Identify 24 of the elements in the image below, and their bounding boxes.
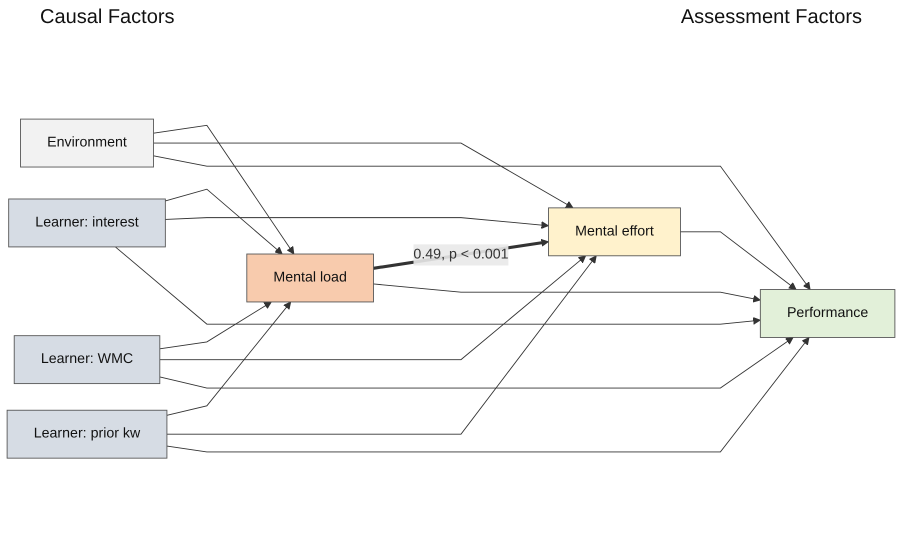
node-box: Mental load (246, 253, 374, 302)
arrow (166, 301, 292, 416)
arrow (164, 188, 283, 254)
node-box: Performance (760, 288, 896, 338)
node-box: Environment (20, 118, 154, 168)
group-heading: Causal Factors (40, 6, 174, 30)
arrow (373, 283, 761, 302)
node-box: Learner: prior kw (6, 410, 168, 458)
arrow (164, 217, 549, 229)
arrow (153, 124, 294, 254)
node-box: Mental effort (548, 207, 681, 256)
arrow (153, 142, 574, 208)
arrow (166, 255, 597, 434)
node-box: Learner: interest (8, 198, 166, 248)
arrow (166, 336, 810, 452)
arrow (153, 155, 811, 290)
arrow (159, 301, 272, 350)
arrow (680, 231, 796, 290)
arrow (114, 246, 761, 325)
arrow (159, 336, 794, 388)
node-box: Learner: WMC (14, 335, 160, 384)
edge-label: 0.49, p < 0.001 (413, 246, 509, 262)
arrow (159, 255, 586, 360)
group-heading: Assessment Factors (680, 6, 862, 30)
